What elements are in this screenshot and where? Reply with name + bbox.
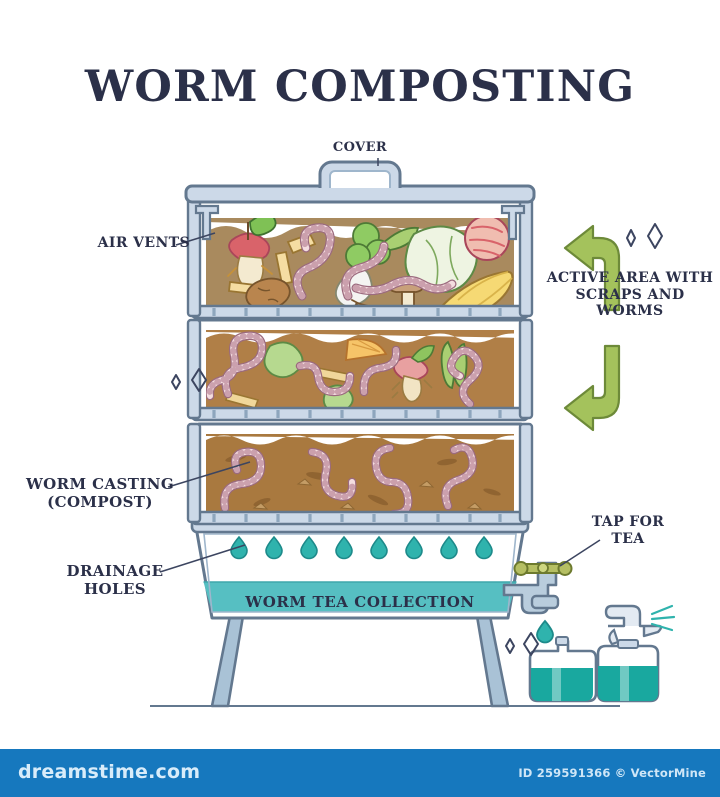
- tap-drip-droplet: [536, 619, 554, 644]
- label-active-area: ACTIVE AREA WITH SCRAPS AND WORMS: [546, 270, 714, 320]
- air-vent-bracket: [194, 204, 526, 241]
- dreamstime-logo[interactable]: dreamstime.com: [18, 761, 201, 783]
- apple-core-scrap: [227, 218, 277, 291]
- spray-mist: [650, 604, 676, 632]
- label-tap-for-tea: TAP FOR TEA: [591, 514, 665, 547]
- label-air-vents: AIR VENTS: [97, 235, 190, 251]
- orange-slice-scrap: [344, 338, 388, 362]
- label-cover: COVER: [332, 140, 388, 155]
- footer-bar: dreamstime.com ID 259591366 © VectorMine: [0, 749, 720, 797]
- lid-cover: [184, 160, 536, 204]
- middle-tray: [186, 318, 534, 422]
- tap-for-tea: [502, 561, 573, 644]
- drainage-droplets: [230, 535, 493, 560]
- image-credit: ID 259591366 © VectorMine: [518, 766, 706, 780]
- apple-core-scrap: [391, 344, 435, 403]
- tap-handle: [513, 561, 573, 576]
- tea-bottle: [528, 636, 598, 703]
- worm-composting-illustration: [150, 158, 676, 708]
- label-worm-casting: WORM CASTING (COMPOST): [25, 475, 175, 511]
- spray-bottle: [596, 604, 676, 703]
- arrow-up-left: [563, 224, 621, 312]
- sparkle-icon: [171, 223, 663, 656]
- leader-lines: [159, 158, 601, 573]
- stand-legs: [210, 614, 510, 708]
- top-tray: [186, 196, 534, 320]
- label-worm-tea-collection: WORM TEA COLLECTION: [245, 593, 475, 611]
- label-drainage-holes: DRAINAGE HOLES: [66, 562, 164, 598]
- cabbage-scrap: [404, 225, 478, 293]
- tomato-scrap: [464, 218, 510, 261]
- bottom-tray: [186, 422, 534, 526]
- page-title: WORM COMPOSTING: [84, 62, 636, 112]
- arrow-down-left: [563, 344, 621, 432]
